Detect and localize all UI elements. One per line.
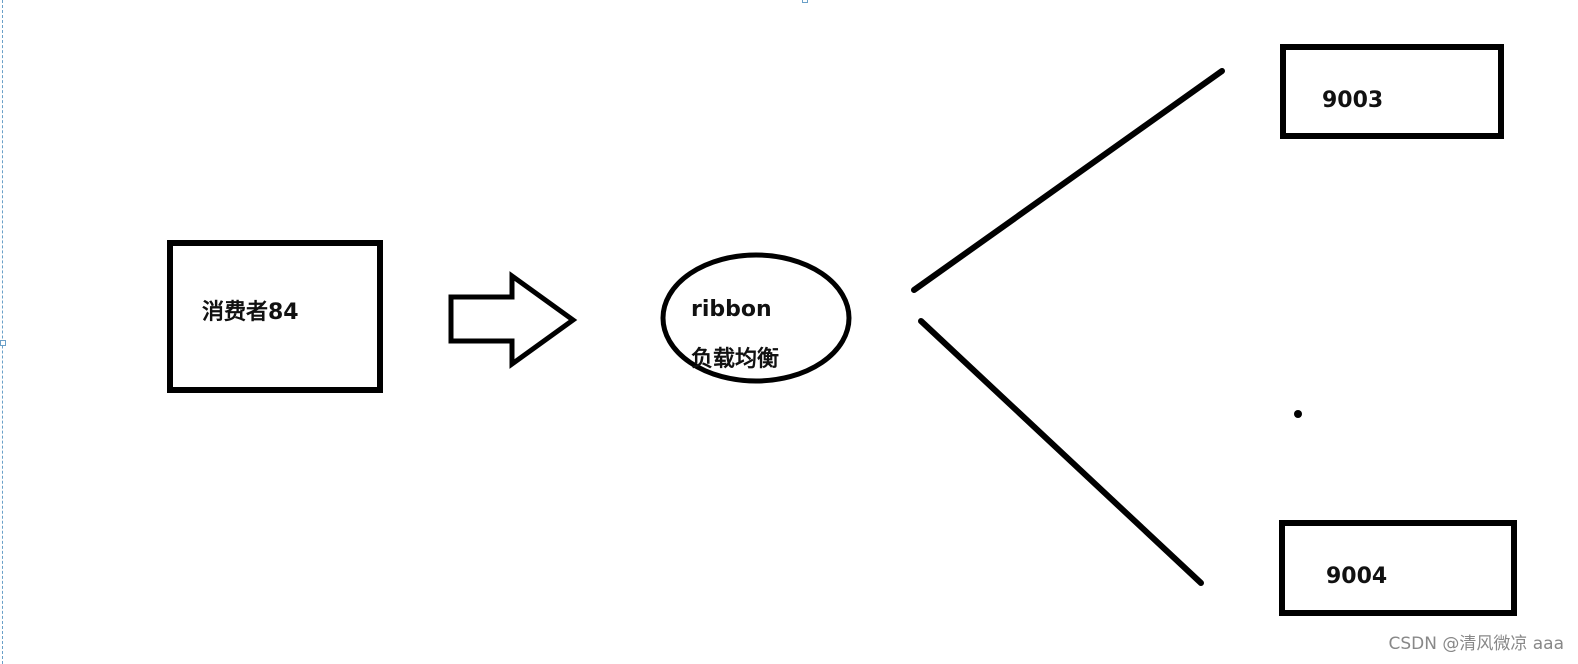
server-label-9003: 9003: [1322, 88, 1384, 113]
server-label-9004: 9004: [1326, 564, 1388, 589]
server-box-9003: [1280, 44, 1504, 139]
line-to-9004: [918, 318, 1204, 586]
consumer-box: [167, 240, 383, 393]
balancer-label-line2: 负载均衡: [691, 347, 780, 372]
csdn-watermark: CSDN @清风微凉 aaa: [1388, 634, 1564, 654]
selection-handle-top[interactable]: [802, 0, 808, 3]
server-box-9004: [1279, 520, 1517, 616]
balancer-ellipse: [660, 252, 852, 384]
consumer-label: 消费者84: [202, 300, 299, 325]
balancer-label-line1: ribbon: [691, 297, 772, 322]
selection-guide-line: [2, 0, 3, 664]
selection-handle-left[interactable]: [0, 340, 6, 346]
stray-dot: [1294, 410, 1302, 418]
line-to-9003: [911, 68, 1225, 293]
block-arrow: [448, 271, 578, 369]
